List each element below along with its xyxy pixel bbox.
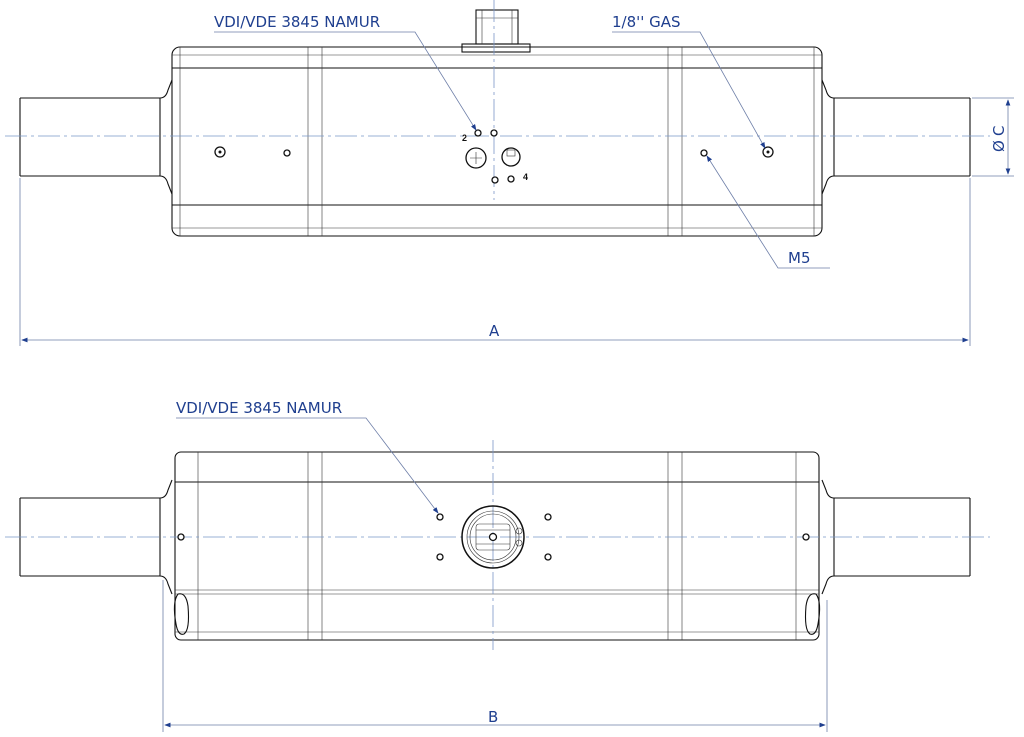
actuator-body: [171, 46, 823, 237]
callout-m5-label: M5: [788, 249, 811, 267]
dimension-c: Ø C: [972, 97, 1014, 177]
actuator-body: [173, 451, 821, 641]
top-pinion-boss: [461, 9, 531, 53]
port-4-label: 4: [523, 172, 528, 182]
callout-namur-bottom: VDI/VDE 3845 NAMUR: [176, 399, 439, 514]
right-shaft: [821, 479, 971, 595]
left-shaft: [19, 79, 173, 195]
mounting-holes: [214, 129, 774, 184]
callout-namur-label: VDI/VDE 3845 NAMUR: [214, 13, 380, 31]
callout-gas: 1/8'' GAS: [612, 13, 766, 149]
dimension-b: B: [162, 580, 828, 732]
top-view: 2 4 VDI/VDE 3845 NAMUR 1/8'' GAS M5 A Ø: [5, 0, 1014, 346]
callout-namur-top: VDI/VDE 3845 NAMUR: [214, 13, 477, 131]
callout-m5: M5: [706, 155, 830, 269]
dimension-a-label: A: [489, 322, 500, 340]
dimension-a: A: [19, 178, 971, 346]
callout-gas-label: 1/8'' GAS: [612, 13, 681, 31]
output-drive: [461, 505, 525, 569]
left-shaft: [19, 479, 173, 595]
port-2-label: 2: [462, 133, 467, 143]
dimension-c-label: C: [990, 126, 1008, 136]
mounting-holes: [177, 513, 810, 561]
callout-namur-label: VDI/VDE 3845 NAMUR: [176, 399, 342, 417]
right-shaft: [821, 79, 971, 195]
bottom-view: VDI/VDE 3845 NAMUR B: [5, 399, 990, 732]
dimension-b-label: B: [488, 708, 498, 726]
diameter-symbol: Ø: [990, 140, 1008, 152]
